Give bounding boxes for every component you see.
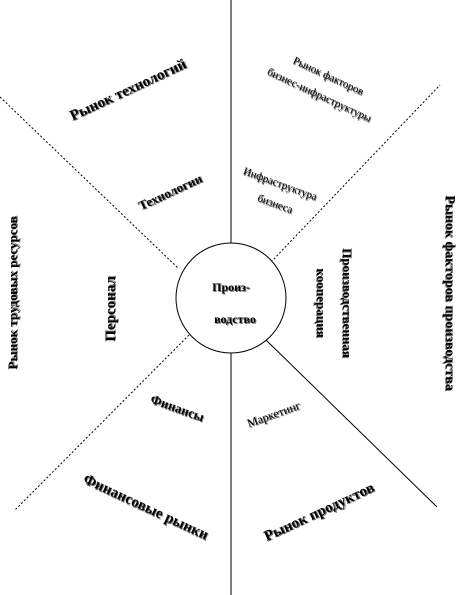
divider-upper-right [270,84,441,263]
label-financial-markets: Финансовые рынки [81,471,212,543]
label-tech-market: Рынок технологий [68,56,190,124]
label-production-factors-market: Рынок факторов производства [442,195,457,390]
label-cooperation-line1: Производственная [340,248,355,358]
label-infrastructure-line2: бизнеса [256,192,295,216]
divider-upper-left [0,96,179,269]
divider-lower-left [13,334,190,512]
label-personnel: Персонал [103,276,119,342]
label-cooperation-line2: кооперация [314,268,329,337]
label-infrastructure-line1: Инфраструктура [241,165,318,203]
label-product-market: Рынок продуктов [262,480,377,545]
divider-lower-right [264,338,438,508]
label-labor-market: Рынок трудовых ресурсов [5,216,20,369]
label-technology: Технологии [136,170,205,213]
label-finance: Финансы [149,391,207,424]
center-label-line2: водство [214,312,256,326]
production-circle [175,242,287,354]
label-marketing: Маркетинг [245,398,302,430]
center-label-line1: Произ- [212,280,250,294]
